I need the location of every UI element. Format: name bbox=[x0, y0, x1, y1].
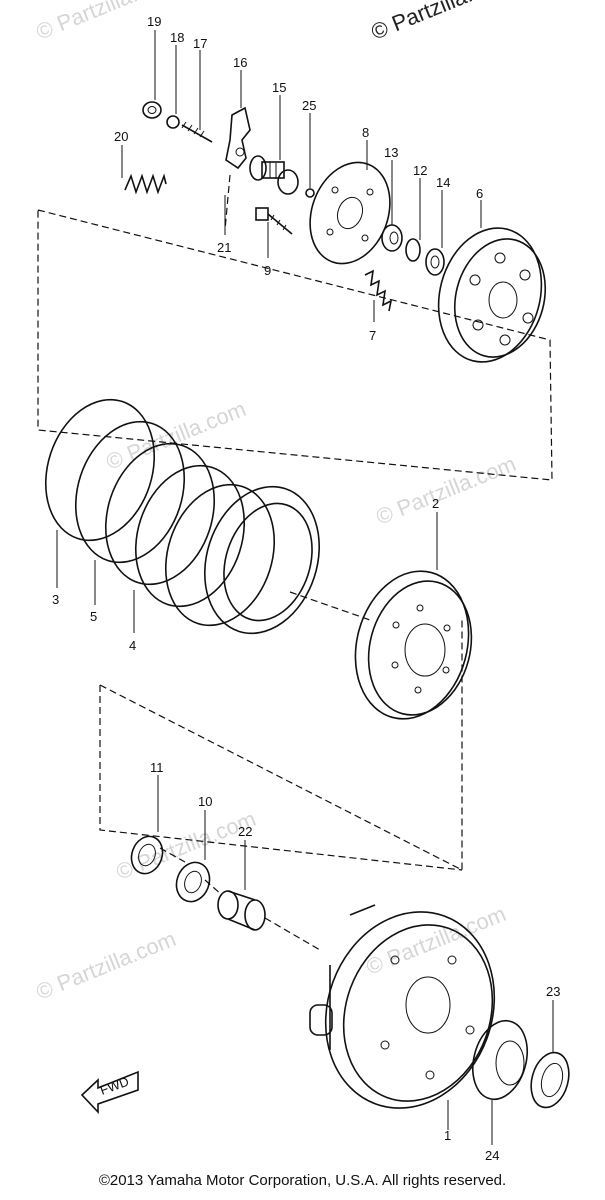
callout-11: 11 bbox=[150, 760, 164, 775]
callout-20: 20 bbox=[114, 129, 128, 144]
watermark: © Partzilla.com bbox=[103, 396, 250, 475]
callout-16: 16 bbox=[233, 55, 247, 70]
part-13-nut bbox=[381, 224, 403, 252]
callout-labels: 19 18 17 16 15 25 20 8 13 12 14 6 21 9 7… bbox=[52, 14, 560, 1163]
assembly-guides bbox=[37, 174, 553, 951]
callout-22: 22 bbox=[238, 824, 252, 839]
part-12-lockwasher bbox=[405, 238, 421, 262]
callout-25: 25 bbox=[302, 98, 316, 113]
part-1-clutch-housing bbox=[309, 904, 496, 1109]
part-24-gear bbox=[472, 1019, 528, 1101]
part-16-lever bbox=[225, 106, 251, 170]
part-6-clutch-boss bbox=[437, 227, 547, 363]
callout-19: 19 bbox=[147, 14, 161, 29]
watermarks: © Partzilla.com © Partzilla.com © Partzi… bbox=[33, 0, 520, 1005]
part-22-spacer bbox=[217, 890, 266, 931]
leader-lines bbox=[56, 30, 554, 1145]
callout-21: 21 bbox=[217, 240, 231, 255]
part-14-washer bbox=[425, 248, 445, 276]
callout-14: 14 bbox=[436, 175, 450, 190]
watermark: © Partzilla.com bbox=[33, 926, 180, 1005]
part-7-spring bbox=[364, 269, 393, 312]
part-11-washer bbox=[130, 835, 164, 875]
callout-5: 5 bbox=[90, 609, 97, 624]
part-8-pressure-plate bbox=[309, 161, 391, 265]
part-3-5-4-plate-stack bbox=[44, 398, 321, 635]
fwd-arrow-icon: FWD bbox=[80, 1070, 139, 1115]
callout-23: 23 bbox=[546, 984, 560, 999]
copyright-notice: ©2013 Yamaha Motor Corporation, U.S.A. A… bbox=[98, 1172, 507, 1189]
callout-4: 4 bbox=[129, 638, 136, 653]
callout-12: 12 bbox=[413, 163, 427, 178]
callout-1: 1 bbox=[444, 1128, 451, 1143]
part-20-spring bbox=[124, 173, 167, 195]
callout-24: 24 bbox=[485, 1148, 499, 1163]
part-23-washer bbox=[530, 1051, 570, 1109]
callout-17: 17 bbox=[193, 36, 207, 51]
callout-6: 6 bbox=[476, 186, 483, 201]
watermark: © Partzilla.com bbox=[368, 0, 515, 45]
callout-2: 2 bbox=[432, 496, 439, 511]
part-10-washer bbox=[175, 861, 211, 903]
callout-13: 13 bbox=[384, 145, 398, 160]
callout-3: 3 bbox=[52, 592, 59, 607]
part-25-ball bbox=[305, 188, 315, 198]
callout-7: 7 bbox=[369, 328, 376, 343]
part-18-washer bbox=[166, 115, 180, 129]
part-9-bolt bbox=[255, 207, 293, 235]
part-17-screw bbox=[181, 121, 213, 143]
callout-9: 9 bbox=[264, 263, 271, 278]
callout-15: 15 bbox=[272, 80, 286, 95]
part-2-primary-plate bbox=[354, 570, 473, 720]
part-19-nut bbox=[142, 101, 162, 119]
callout-18: 18 bbox=[170, 30, 184, 45]
callout-8: 8 bbox=[362, 125, 369, 140]
watermark: © Partzilla.com bbox=[373, 451, 520, 530]
callout-10: 10 bbox=[198, 794, 212, 809]
part-15-pushrod-assy bbox=[249, 155, 299, 195]
